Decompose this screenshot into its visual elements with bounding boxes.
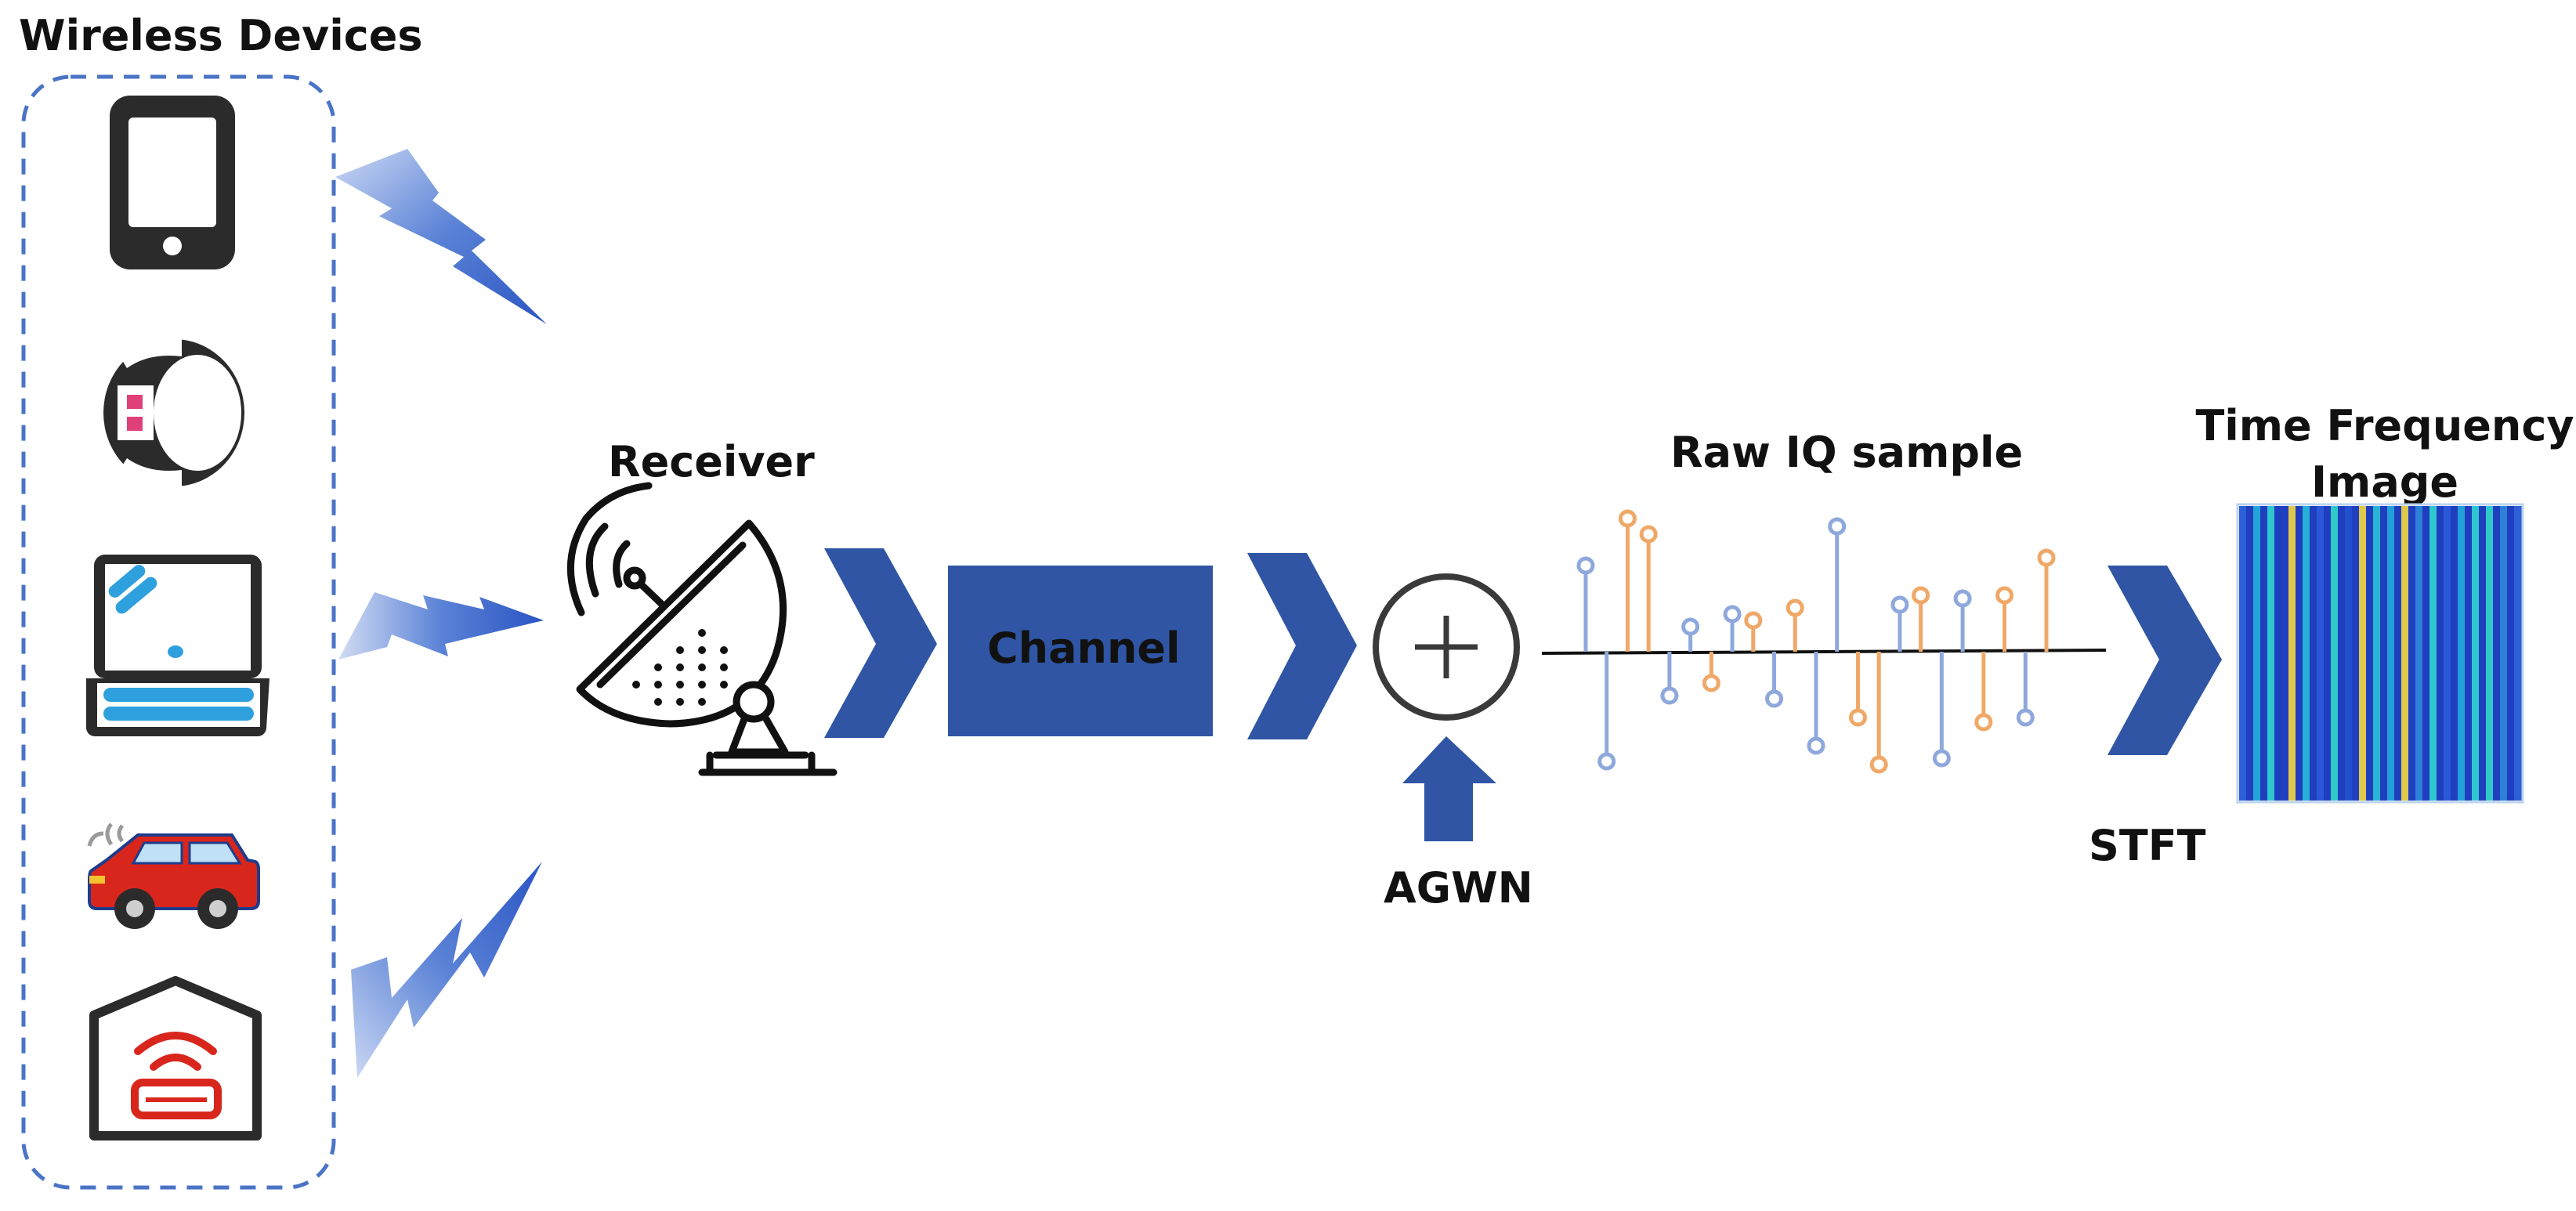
iq-sample-stems: [1576, 509, 2056, 774]
tf-image-column: [2288, 506, 2296, 801]
iq-stem-marker: [1912, 586, 1930, 605]
wireless-devices-group-border: [21, 74, 336, 1190]
tf-image-frame: [2236, 503, 2524, 804]
tf-image-column: [2324, 506, 2332, 801]
iq-stem-marker: [1785, 598, 1804, 617]
tf-image-column: [2345, 506, 2353, 801]
iq-stem-marker: [1681, 617, 1700, 636]
tf-image-column: [2359, 506, 2367, 801]
tf-image-column: [2472, 506, 2480, 801]
iq-stem-marker: [1848, 708, 1867, 727]
noise-input-arrow: [1402, 736, 1496, 841]
channel-label: Channel: [987, 624, 1181, 673]
tf-image-column: [2408, 506, 2416, 801]
tf-image-column: [2281, 506, 2289, 801]
signal-bolt-icon: [335, 149, 547, 324]
iq-stem-marker: [2037, 548, 2056, 567]
tablet-icon: [110, 96, 235, 269]
tf-image-column: [2465, 506, 2473, 801]
stft-label: STFT: [2089, 821, 2206, 870]
iq-stem-marker: [1744, 611, 1763, 630]
tf-image-column: [2352, 506, 2360, 801]
tf-image-column: [2253, 506, 2261, 801]
smart-home-icon: [89, 976, 262, 1141]
car-icon: [87, 822, 260, 929]
signal-bolt-icon: [351, 862, 542, 1078]
tf-image-column: [2422, 506, 2430, 801]
tf-image-column: [2373, 506, 2381, 801]
tf-image-column: [2514, 506, 2522, 801]
flow-chevron-arrow: [2107, 566, 2222, 755]
iq-stem-marker: [1890, 595, 1909, 614]
tf-image-title-line2: Image: [2311, 457, 2458, 507]
laptop-icon: [86, 555, 270, 736]
smartwatch-icon: [103, 337, 244, 489]
iq-stem-marker: [1660, 686, 1679, 705]
iq-stem-marker: [1932, 749, 1951, 768]
tf-image-column: [2296, 506, 2303, 801]
tf-image-column: [2310, 506, 2317, 801]
channel-box: [948, 566, 1213, 736]
tf-image-column: [2394, 506, 2402, 801]
iq-stem-marker: [1765, 689, 1784, 708]
iq-stem-marker: [1953, 589, 1972, 608]
tf-image-column: [2507, 506, 2515, 801]
iq-stem-marker: [2016, 708, 2035, 727]
tf-image-column: [2415, 506, 2423, 801]
satellite-dish-icon: [566, 482, 838, 776]
wireless-devices-title: Wireless Devices: [19, 11, 422, 60]
iq-stem-marker: [1869, 755, 1888, 774]
tf-image-column: [2458, 506, 2466, 801]
flow-chevron-arrow: [1247, 553, 1357, 739]
receiver-label: Receiver: [608, 437, 815, 486]
tf-image-column: [2260, 506, 2268, 801]
time-frequency-image: [2239, 506, 2522, 801]
tf-image-column: [2366, 506, 2374, 801]
iq-stem-marker: [1639, 525, 1658, 544]
tf-image-column: [2387, 506, 2395, 801]
iq-baseline: [1541, 649, 2107, 655]
iq-stem-marker: [1828, 517, 1847, 536]
iq-stem-marker: [1576, 556, 1595, 575]
iq-stem-marker: [1618, 509, 1637, 528]
tf-image-column: [2493, 506, 2501, 801]
tf-image-column: [2380, 506, 2388, 801]
adder-plus-icon: [1373, 573, 1520, 721]
raw-iq-sample-label: Raw IQ sample: [1670, 428, 2023, 477]
agwn-label: AGWN: [1384, 863, 1533, 913]
tf-image-column: [2429, 506, 2437, 801]
tf-image-column: [2239, 506, 2247, 801]
dish-dots: [632, 629, 728, 706]
tf-image-column: [2451, 506, 2458, 801]
iq-stem-marker: [1807, 736, 1825, 755]
flow-chevron-arrow: [824, 548, 937, 738]
tf-image-column: [2437, 506, 2444, 801]
tf-image-column: [2274, 506, 2282, 801]
tf-image-column: [2331, 506, 2339, 801]
tf-image-column: [2246, 506, 2254, 801]
iq-stem-marker: [1995, 586, 2014, 605]
iq-stem-marker: [1597, 752, 1616, 771]
tf-image-column: [2486, 506, 2494, 801]
tf-image-column: [2338, 506, 2346, 801]
tf-image-column: [2401, 506, 2409, 801]
iq-stem-marker: [1702, 674, 1720, 692]
signal-bolt-icon: [338, 592, 544, 660]
iq-stem-marker: [1974, 713, 1993, 732]
tf-image-column: [2500, 506, 2508, 801]
tf-image-column: [2317, 506, 2325, 801]
iq-stem-marker: [1723, 605, 1742, 624]
tf-image-column: [2267, 506, 2275, 801]
tf-image-title-line1: Time Frequency: [2195, 401, 2574, 450]
tf-image-column: [2444, 506, 2451, 801]
tf-image-column: [2479, 506, 2487, 801]
tf-image-column: [2303, 506, 2310, 801]
